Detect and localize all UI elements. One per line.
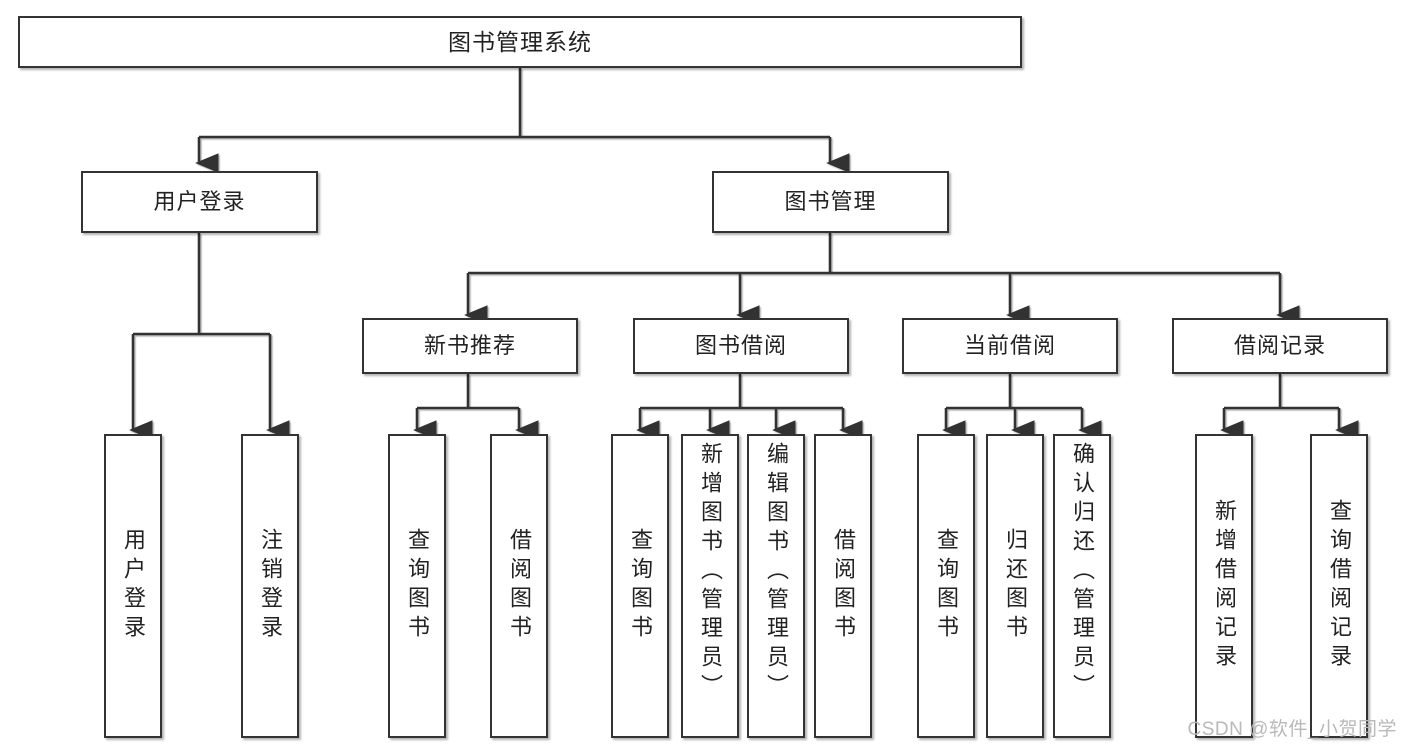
leaf-query-book-borrow[interactable]: 查询图书 bbox=[611, 434, 669, 738]
node-current-borrowing[interactable]: 当前借阅 bbox=[902, 318, 1118, 374]
leaf-query-borrow-record[interactable]: 查询借阅记录 bbox=[1310, 434, 1368, 738]
leaf-label: 查询图书 bbox=[934, 528, 959, 644]
leaf-label: 新增借阅记录 bbox=[1212, 499, 1237, 673]
leaf-label: 借阅图书 bbox=[507, 528, 532, 644]
leaf-label: 注销登录 bbox=[258, 528, 283, 644]
node-label: 新书推荐 bbox=[423, 333, 516, 359]
leaf-logout[interactable]: 注销登录 bbox=[241, 434, 299, 738]
leaf-label: 查询图书 bbox=[405, 528, 430, 644]
node-user-login[interactable]: 用户登录 bbox=[81, 171, 318, 233]
leaf-label: 用户登录 bbox=[121, 528, 146, 644]
leaf-label: 新增图书（管理员） bbox=[698, 442, 723, 703]
node-root-book-management-system[interactable]: 图书管理系统 bbox=[18, 16, 1022, 68]
node-label: 当前借阅 bbox=[963, 333, 1056, 359]
leaf-query-book-rec[interactable]: 查询图书 bbox=[388, 434, 446, 738]
node-label: 图书管理 bbox=[784, 189, 877, 215]
leaf-label: 编辑图书（管理员） bbox=[764, 442, 789, 703]
node-book-management[interactable]: 图书管理 bbox=[712, 171, 949, 233]
node-borrowing-record[interactable]: 借阅记录 bbox=[1172, 318, 1388, 374]
node-label: 用户登录 bbox=[153, 189, 246, 215]
leaf-add-book-admin[interactable]: 新增图书（管理员） bbox=[681, 434, 739, 738]
leaf-borrow-book-rec[interactable]: 借阅图书 bbox=[490, 434, 548, 738]
leaf-edit-book-admin[interactable]: 编辑图书（管理员） bbox=[747, 434, 805, 738]
leaf-label: 归还图书 bbox=[1003, 528, 1028, 644]
node-label: 图书管理系统 bbox=[448, 28, 592, 55]
leaf-add-borrow-record[interactable]: 新增借阅记录 bbox=[1195, 434, 1253, 738]
leaf-query-book-current[interactable]: 查询图书 bbox=[917, 434, 975, 738]
csdn-watermark: CSDN @软件_小贺同学 bbox=[1187, 719, 1397, 740]
leaf-borrow-book[interactable]: 借阅图书 bbox=[814, 434, 872, 738]
node-label: 借阅记录 bbox=[1233, 333, 1326, 359]
leaf-label: 查询图书 bbox=[628, 528, 653, 644]
leaf-return-book[interactable]: 归还图书 bbox=[986, 434, 1044, 738]
leaf-label: 查询借阅记录 bbox=[1327, 499, 1352, 673]
leaf-user-login[interactable]: 用户登录 bbox=[104, 434, 162, 738]
leaf-label: 借阅图书 bbox=[831, 528, 856, 644]
leaf-confirm-return-admin[interactable]: 确认归还（管理员） bbox=[1053, 434, 1111, 738]
node-label: 图书借阅 bbox=[694, 333, 787, 359]
leaf-label: 确认归还（管理员） bbox=[1070, 442, 1095, 703]
node-new-book-recommendation[interactable]: 新书推荐 bbox=[362, 318, 578, 374]
node-book-borrowing[interactable]: 图书借阅 bbox=[633, 318, 849, 374]
